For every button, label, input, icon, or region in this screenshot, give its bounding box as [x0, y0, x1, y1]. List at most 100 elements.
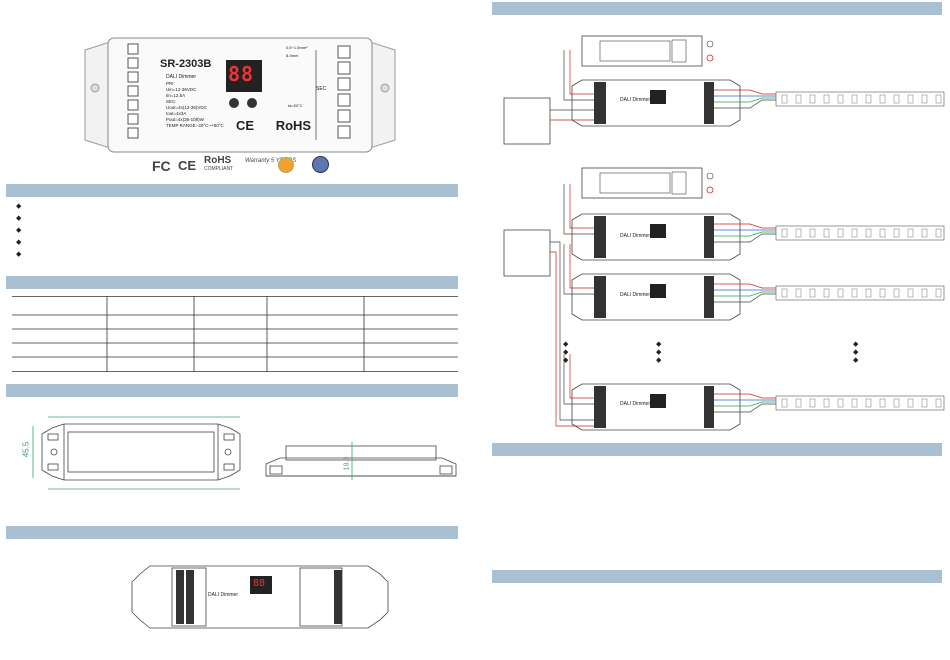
- bullet-icon: ◆: [16, 203, 22, 210]
- wiring-diagram: [500, 30, 946, 440]
- ellipsis-icon: ◆◆◆: [656, 341, 662, 364]
- led-chip-icon: [809, 398, 816, 408]
- section-bar-6: [492, 443, 942, 456]
- led-chip-icon: [781, 94, 788, 104]
- led-chip-icon: [921, 94, 928, 104]
- led-chip-icon: [809, 288, 816, 298]
- output-wire: [714, 283, 776, 289]
- led-chip-icon: [921, 288, 928, 298]
- section-bar-7: [492, 570, 942, 583]
- dimmer-output-terminal-1: [704, 82, 714, 124]
- wiring-dimmer-label-4: DALI Dimmer: [620, 401, 651, 407]
- led-chip-icon: [879, 288, 886, 298]
- led-chip-icon: [837, 288, 844, 298]
- led-chip-icon: [893, 288, 900, 298]
- led-chip-icon: [879, 398, 886, 408]
- dimmer-display-4: [650, 394, 666, 408]
- led-chip-icon: [907, 228, 914, 238]
- led-chip-icon: [837, 228, 844, 238]
- cert-warranty: Warranty 5 YEARS: [245, 158, 297, 164]
- dali-bus-wire: [550, 251, 594, 427]
- output-wire: [714, 223, 776, 229]
- dali-controller-1: [503, 97, 551, 145]
- led-chip-icon: [795, 94, 802, 104]
- product-specs: PRI: Uin=12-36VDC Iin=12.5A SEC: Uout=4x…: [166, 81, 224, 128]
- output-wire: [714, 233, 776, 243]
- led-chip-icon: [795, 398, 802, 408]
- input-wire: [569, 184, 594, 229]
- input-wire: [563, 244, 594, 295]
- dimmer-display-2: [650, 224, 666, 238]
- wiring-dimmer-label-1: DALI Dimmer: [620, 97, 651, 103]
- led-chip-icon: [823, 288, 830, 298]
- product-photo: [80, 36, 400, 154]
- output-wire: [714, 99, 776, 109]
- led-chip-icon: [823, 94, 830, 104]
- wiring-dimmer-label-2: DALI Dimmer: [620, 233, 651, 239]
- output-wire: [714, 393, 776, 399]
- led-chip-icon: [879, 94, 886, 104]
- section-bar-4: [6, 526, 458, 539]
- output-wire: [714, 231, 776, 237]
- input-wire: [563, 184, 594, 235]
- dimmer-input-terminal-4: [594, 386, 606, 428]
- input-wire: [569, 50, 594, 95]
- led-chip-icon: [935, 288, 942, 298]
- ellipsis-icon: ◆◆◆: [563, 341, 569, 364]
- ac-terminal-icon: [706, 172, 714, 180]
- bullet-icon: ◆: [16, 215, 22, 222]
- led-chip-icon: [865, 398, 872, 408]
- led-chip-icon: [795, 228, 802, 238]
- power-supply-terminal-2: [671, 171, 687, 195]
- ellipsis-icon: ◆◆◆: [853, 341, 859, 364]
- dali-bus-wire: [550, 241, 594, 421]
- dali-controller-2: [503, 229, 551, 277]
- bullet-icon: ◆: [16, 227, 22, 234]
- led-chip-icon: [837, 398, 844, 408]
- dimension-height-label: 19.6: [343, 456, 351, 471]
- led-chip-icon: [907, 398, 914, 408]
- bullet-icon: ◆: [16, 251, 22, 258]
- output-wire: [714, 291, 776, 297]
- wiring-dimmer-label-3: DALI Dimmer: [620, 292, 651, 298]
- output-wire: [714, 97, 776, 103]
- led-chip-icon: [907, 94, 914, 104]
- dimension-drawing-top: [30, 412, 250, 492]
- power-supply-window-2: [599, 172, 671, 194]
- dimmer-input-terminal-2: [594, 216, 606, 258]
- spec-table: [12, 296, 458, 372]
- led-chip-icon: [935, 398, 942, 408]
- rohs-mark: RoHS: [275, 118, 312, 133]
- dimmer-output-terminal-2: [704, 216, 714, 258]
- led-chip-icon: [921, 228, 928, 238]
- led-chip-icon: [921, 398, 928, 408]
- led-chip-icon: [823, 228, 830, 238]
- led-chip-icon: [809, 228, 816, 238]
- led-strip-3: [775, 285, 945, 301]
- led-strip-1: [775, 91, 945, 107]
- led-chip-icon: [851, 94, 858, 104]
- led-chip-icon: [865, 288, 872, 298]
- dimmer-output-terminal-3: [704, 276, 714, 318]
- led-chip-icon: [935, 228, 942, 238]
- output-wire: [714, 403, 776, 413]
- ce-mark: CE: [236, 118, 255, 133]
- led-chip-icon: [935, 94, 942, 104]
- output-wire: [714, 293, 776, 303]
- cert-ce: CE: [178, 158, 197, 173]
- product-tc: ta=50°C: [288, 103, 303, 108]
- led-chip-icon: [893, 228, 900, 238]
- product-subtitle: DALI Dimmer: [166, 74, 197, 80]
- dimmer-input-terminal-1: [594, 82, 606, 124]
- power-supply-terminal-1: [671, 39, 687, 63]
- input-wire: [563, 354, 594, 405]
- led-chip-icon: [865, 94, 872, 104]
- led-strip-2: [775, 225, 945, 241]
- ac-terminal-icon: [706, 40, 714, 48]
- cert-badge-2-icon: [312, 156, 329, 173]
- cert-fcc: FC: [152, 158, 171, 174]
- section-bar-2: [6, 276, 458, 289]
- led-chip-icon: [907, 288, 914, 298]
- section-bar-3: [6, 384, 458, 397]
- product-marks: CE RoHS: [236, 118, 311, 133]
